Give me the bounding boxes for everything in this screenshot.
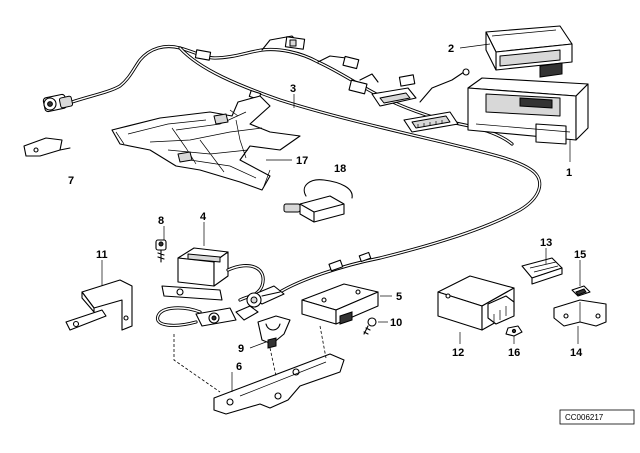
part-label: 9 <box>238 343 244 355</box>
part-label: 14 <box>570 347 583 359</box>
reference-code: CC006217 <box>565 413 604 422</box>
cable-assembly <box>155 285 285 327</box>
module-4 <box>161 247 265 302</box>
connector-blocks <box>371 87 459 133</box>
seat-sensor-mat <box>111 95 301 191</box>
control-unit-cover <box>485 25 573 78</box>
plate-13 <box>521 257 563 285</box>
clip-15 <box>571 285 591 297</box>
main-control-unit <box>467 77 589 145</box>
part-label: 7 <box>68 175 74 187</box>
reference-code-box: CC006217 <box>559 409 635 425</box>
control-unit-12 <box>437 275 515 331</box>
nut-16 <box>505 325 523 337</box>
dashed-leaders <box>173 325 327 393</box>
part-label: 1 <box>566 167 572 179</box>
bracket-6 <box>213 353 345 415</box>
part-label: 5 <box>396 291 402 303</box>
clip-9 <box>257 315 291 349</box>
bracket-11 <box>65 279 133 331</box>
part-label: 15 <box>574 249 586 261</box>
part-label: 16 <box>508 347 520 359</box>
screw-10 <box>363 317 377 335</box>
part-labels: 1 2 3 4 5 6 7 8 9 10 11 12 13 14 15 16 1… <box>68 43 586 373</box>
part-label: 13 <box>540 237 552 249</box>
part-label: 3 <box>290 83 296 95</box>
part-label: 17 <box>296 155 308 167</box>
sensor-18 <box>283 179 353 223</box>
part-label: 10 <box>390 317 402 329</box>
module-5 <box>301 283 379 325</box>
part-label: 8 <box>158 215 164 227</box>
part-label: 2 <box>448 43 454 55</box>
part-label: 11 <box>96 249 108 261</box>
part-label: 4 <box>200 211 207 223</box>
screw-8 <box>155 239 167 263</box>
part-label: 6 <box>236 361 242 373</box>
round-connector <box>42 93 74 113</box>
part-label: 18 <box>334 163 346 175</box>
bracket-7 <box>23 137 71 157</box>
plug-connectors <box>284 36 470 95</box>
bracket-14 <box>553 299 607 327</box>
part-label: 12 <box>452 347 464 359</box>
label-leaders <box>101 43 581 392</box>
